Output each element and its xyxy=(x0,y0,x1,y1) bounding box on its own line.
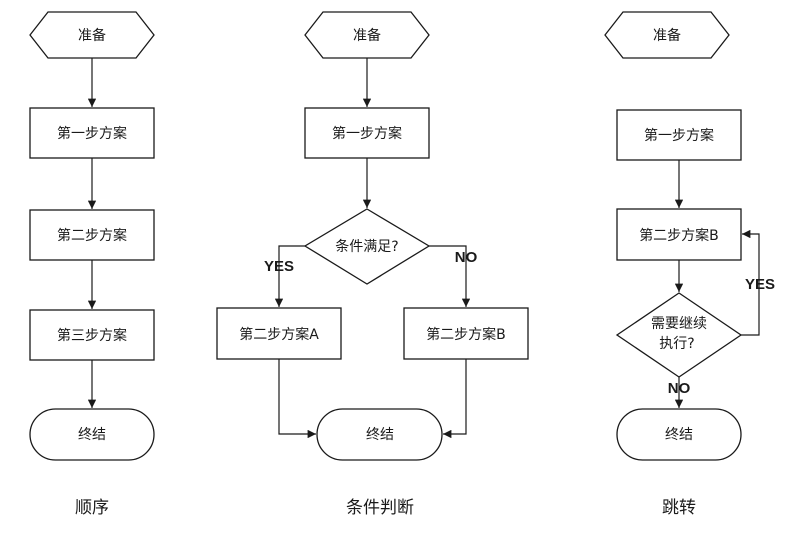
seq-step3-box xyxy=(29,309,155,361)
jump-flow: 准备 第一步方案 第二步方案B 需要继续 执行? YES NO 终结 跳转 xyxy=(604,11,775,518)
jump-step2b-label: 第二步方案B xyxy=(639,227,719,244)
cond-step1-label: 第一步方案 xyxy=(332,125,402,142)
seq-prepare-label: 准备 xyxy=(78,27,106,44)
jump-decision-diamond xyxy=(615,292,743,378)
cond-step2a-label: 第二步方案A xyxy=(239,326,319,343)
cond-merge-arrow-right xyxy=(443,359,467,439)
cond-decision-diamond xyxy=(303,208,431,285)
cond-prepare-hexagon xyxy=(304,11,430,59)
jump-step1-box xyxy=(616,109,742,161)
sequential-flow: 准备 第一步方案 第二步方案 第三步方案 终结 顺序 xyxy=(29,11,155,518)
cond-step2b-label: 第二步方案B xyxy=(426,326,506,343)
jump-step2b-box xyxy=(616,208,742,261)
cond-end-label: 终结 xyxy=(366,427,394,443)
jump-no-label: NO xyxy=(668,380,691,397)
seq-step2-label: 第二步方案 xyxy=(57,227,127,244)
jump-prepare-label: 准备 xyxy=(653,27,681,44)
cond-no-arrow xyxy=(429,245,471,307)
seq-end-label: 终结 xyxy=(78,427,106,443)
seq-step3-label: 第三步方案 xyxy=(57,327,127,344)
cond-no-label: NO xyxy=(455,249,478,266)
seq-step1-box xyxy=(29,107,155,159)
conditional-flow: 准备 第一步方案 条件满足? YES NO 第二步方案A 第二步方案B 终结 条… xyxy=(216,11,529,518)
jump-step1-label: 第一步方案 xyxy=(644,127,714,144)
jump-end-label: 终结 xyxy=(665,427,693,443)
cond-caption: 条件判断 xyxy=(346,498,414,518)
cond-prepare-label: 准备 xyxy=(353,27,381,44)
cond-yes-label: YES xyxy=(264,258,294,275)
seq-prepare-hexagon xyxy=(29,11,155,59)
jump-decision-label-line1: 需要继续 xyxy=(651,315,707,332)
cond-decision-label: 条件满足? xyxy=(335,238,398,255)
cond-merge-arrow-left xyxy=(278,359,316,439)
jump-yes-label: YES xyxy=(745,276,775,293)
cond-step2b-box xyxy=(403,307,529,360)
seq-end-terminal xyxy=(29,408,155,461)
seq-step1-label: 第一步方案 xyxy=(57,125,127,142)
cond-end-terminal xyxy=(316,408,443,461)
seq-step2-box xyxy=(29,209,155,261)
jump-caption: 跳转 xyxy=(662,498,696,518)
jump-end-terminal xyxy=(616,408,742,461)
jump-prepare-hexagon xyxy=(604,11,730,59)
cond-yes-arrow xyxy=(274,245,305,307)
jump-yes-loop-arrow xyxy=(741,229,760,336)
jump-decision-label-line2: 执行? xyxy=(659,336,694,352)
seq-caption: 顺序 xyxy=(75,498,109,518)
